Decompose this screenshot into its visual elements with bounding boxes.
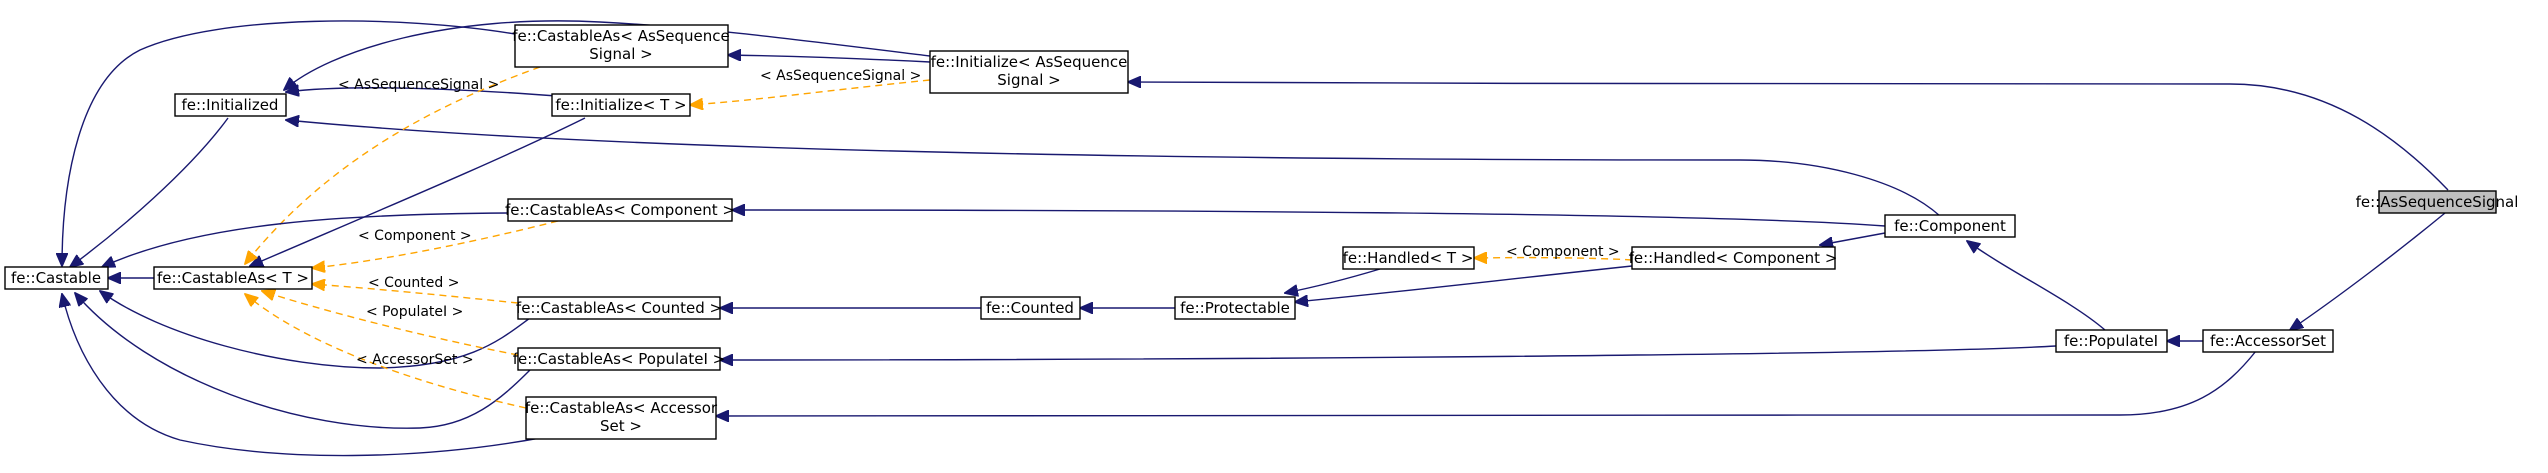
node-label-line-2: Signal > [997, 71, 1060, 89]
node-label: fe::Handled< Component > [1629, 249, 1838, 267]
node-fe-protectable[interactable]: fe::Protectable [1174, 296, 1296, 320]
node-label: fe::Counted [986, 299, 1074, 317]
edge-accessorset-to-castableas-accessorset [716, 350, 2257, 416]
node-fe-handled-t[interactable]: fe::Handled< T > [1342, 246, 1475, 270]
node-label: fe::Protectable [1180, 299, 1290, 317]
edge-castableas-counted-to-castableas-t [312, 284, 519, 304]
node-label: fe::Component [1894, 217, 2006, 235]
edge-component-to-handled-component [1820, 232, 1886, 245]
node-fe-castableas-t[interactable]: fe::CastableAs< T > [153, 266, 313, 290]
node-fe-castable[interactable]: fe::Castable [4, 266, 109, 290]
node-label: fe::Castable [11, 269, 101, 287]
edge-castableas-populatei-to-castable [75, 293, 531, 429]
node-label-line-2: Set > [600, 417, 642, 435]
node-label: fe::Handled< T > [1343, 249, 1474, 267]
node-fe-castableas-assequencesignal[interactable]: fe::CastableAs< AsSequence Signal > [512, 24, 730, 68]
node-fe-handled-component[interactable]: fe::Handled< Component > [1629, 246, 1838, 270]
edge-castableas-assequence-to-castable [62, 20, 516, 266]
node-label: fe::CastableAs< T > [157, 269, 309, 287]
edge-initialize-assequence-to-initialize-t [690, 79, 931, 105]
node-label-line-1: fe::Initialize< AsSequence [931, 53, 1128, 71]
node-fe-initialize-assequencesignal[interactable]: fe::Initialize< AsSequence Signal > [929, 50, 1129, 94]
node-label: fe::CastableAs< Component > [505, 201, 735, 219]
node-label: fe::AccessorSet [2210, 332, 2326, 350]
edge-initialize-t-to-initialized [286, 88, 558, 96]
node-fe-castableas-populatei[interactable]: fe::CastableAs< PopulateI > [513, 347, 725, 371]
edge-labels: < AsSequenceSignal > < AsSequenceSignal … [338, 68, 1620, 368]
node-label: fe::AsSequenceSignal [2356, 193, 2519, 211]
node-fe-component[interactable]: fe::Component [1884, 214, 2016, 238]
edge-castableas-populatei-to-castableas-t [262, 291, 519, 356]
node-label: fe::CastableAs< Counted > [516, 299, 722, 317]
edge-handled-component-to-protectable [1295, 265, 1633, 302]
node-fe-castableas-accessorset[interactable]: fe::CastableAs< Accessor Set > [525, 396, 718, 440]
edge-populatei-to-castableas-populatei [720, 345, 2057, 360]
node-fe-counted[interactable]: fe::Counted [980, 296, 1081, 320]
edge-component-to-initialized [286, 120, 1941, 217]
edge-castableas-component-to-castableas-t [312, 220, 559, 268]
node-label-line-1: fe::CastableAs< Accessor [525, 399, 718, 417]
edge-initialize-assequence-to-initialized [284, 20, 931, 90]
node-label: fe::Initialized [182, 96, 279, 114]
edge-assequencesignal-to-accessorset [2290, 212, 2446, 330]
node-label-line-1: fe::CastableAs< AsSequence [512, 27, 730, 45]
node-fe-castableas-counted[interactable]: fe::CastableAs< Counted > [516, 296, 722, 320]
edge-label-component: < Component > [358, 228, 472, 244]
edge-label-accessorset: < AccessorSet > [356, 352, 474, 368]
edge-castableas-component-to-castable [102, 212, 509, 267]
nodes: fe::AsSequenceSignal fe::AccessorSet fe:… [4, 24, 2519, 440]
node-fe-accessorset[interactable]: fe::AccessorSet [2202, 329, 2334, 353]
edges [62, 20, 2449, 457]
node-label: fe::Initialize< T > [555, 96, 686, 114]
edge-initialized-to-castable [70, 117, 229, 267]
node-label-line-2: Signal > [589, 45, 652, 63]
edge-label-populatei: < PopulateI > [366, 304, 463, 320]
edge-populatei-to-component [1967, 241, 2106, 331]
edge-castableas-accessorset-to-castable [62, 294, 541, 457]
edge-castableas-assequence-to-castableas-t [245, 66, 541, 264]
edge-initialize-assequence-to-castableas-assequence [728, 55, 931, 63]
node-fe-initialize-t[interactable]: fe::Initialize< T > [551, 93, 691, 117]
node-fe-castableas-component[interactable]: fe::CastableAs< Component > [505, 198, 735, 222]
node-fe-populatei[interactable]: fe::PopulateI [2055, 329, 2168, 353]
edge-initialize-t-to-castableas-t [250, 117, 586, 266]
edge-castableas-accessorset-to-castableas-t [245, 294, 527, 409]
edge-handled-component-to-handled-t [1474, 258, 1633, 260]
edge-label-component-handled: < Component > [1506, 244, 1620, 260]
node-fe-assequencesignal[interactable]: fe::AsSequenceSignal [2356, 190, 2519, 214]
edge-handled-t-to-protectable [1285, 268, 1381, 293]
node-label: fe::PopulateI [2064, 332, 2158, 350]
edge-assequencesignal-to-initialize-assequence [1128, 82, 2449, 191]
edge-label-assequence-top: < AsSequenceSignal > [338, 77, 499, 93]
edge-castableas-counted-to-castable [100, 291, 531, 369]
node-label: fe::CastableAs< PopulateI > [513, 350, 725, 368]
edge-component-to-castableas-component [732, 210, 1886, 227]
edge-label-assequence-mid: < AsSequenceSignal > [760, 68, 921, 84]
node-fe-initialized[interactable]: fe::Initialized [174, 93, 287, 117]
edge-label-counted: < Counted > [368, 275, 459, 291]
